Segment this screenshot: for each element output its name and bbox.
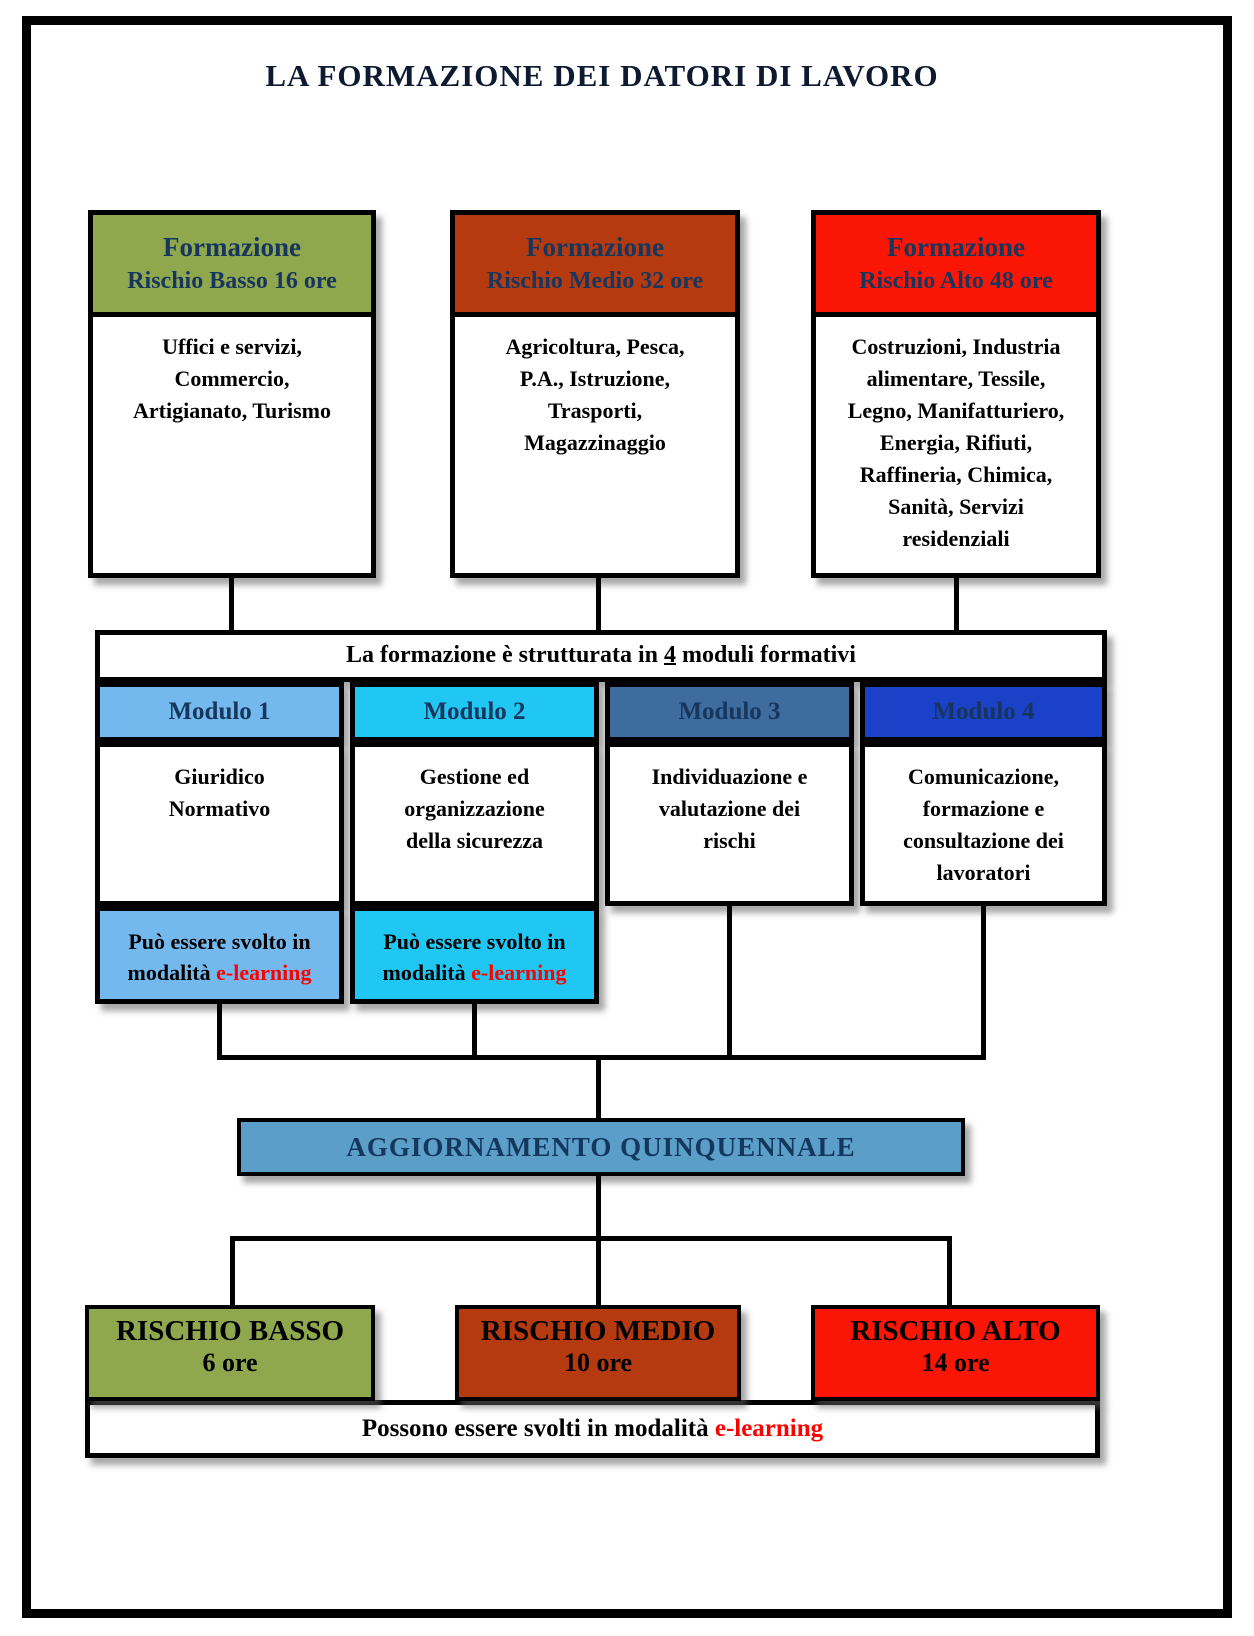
module-1-header: Modulo 1 [95,682,344,742]
update-box-title: RISCHIO BASSO [115,1315,345,1347]
module-header-label: Modulo 3 [678,698,781,725]
update-box-title: RISCHIO ALTO [850,1315,1061,1347]
footer-note-text: Possono essere svolti in modalità e-lear… [362,1415,823,1443]
formazione-box-header: Formazione Rischio Medio 32 ore [455,215,735,317]
elearning-note-prefix: Può essere svolto in modalità [382,929,566,985]
elearning-note-text: Può essere svolto in modalità e-learning [355,926,594,988]
aggiornamento-banner: AGGIORNAMENTO QUINQUENNALE [237,1118,965,1176]
update-box-rischio-medio: RISCHIO MEDIO 10 ore [455,1305,741,1401]
update-box-title: RISCHIO MEDIO [480,1315,716,1347]
formazione-box-rischio-basso: Formazione Rischio Basso 16 ore Uffici e… [88,210,376,578]
connector-line [596,1176,601,1240]
elearning-note-modulo-2: Può essere svolto in modalità e-learning [350,906,599,1004]
connector-line [472,1002,477,1060]
aggiornamento-banner-label: AGGIORNAMENTO QUINQUENNALE [346,1131,856,1162]
formazione-subheading: Rischio Alto 48 ore [859,268,1053,294]
connector-line [596,1055,601,1118]
connector-line [217,1055,986,1060]
formazione-heading: Formazione [526,232,664,262]
elearning-highlight: e-learning [471,960,567,985]
formazione-box-header: Formazione Rischio Alto 48 ore [816,215,1096,317]
connector-line [954,578,959,632]
connector-line [981,904,986,1060]
connector-line [947,1236,952,1306]
structure-banner: La formazione è strutturata in 4 moduli … [95,630,1107,682]
page-title: LA FORMAZIONE DEI DATORI DI LAVORO [265,58,939,93]
formazione-box-rischio-alto: Formazione Rischio Alto 48 ore Costruzio… [811,210,1101,578]
formazione-heading: Formazione [887,232,1025,262]
module-2-body: Gestione ed organizzazione della sicurez… [350,742,599,906]
update-box-rischio-basso: RISCHIO BASSO 6 ore [85,1305,375,1401]
footer-note-prefix: Possono essere svolti in modalità [361,1415,715,1442]
formazione-sectors: Costruzioni, Industria alimentare, Tessi… [847,334,1065,551]
module-3-header: Modulo 3 [605,682,854,742]
module-2-header: Modulo 2 [350,682,599,742]
connector-line [596,578,601,632]
formazione-box-header: Formazione Rischio Basso 16 ore [93,215,371,317]
formazione-subheading: Rischio Medio 32 ore [486,268,704,294]
formazione-heading: Formazione [163,232,301,262]
elearning-note-text: Può essere svolto in modalità e-learning [100,926,339,988]
module-4-header: Modulo 4 [860,682,1107,742]
connector-line [230,1236,235,1306]
elearning-note-prefix: Può essere svolto in modalità [127,929,311,985]
update-box-hours: 14 ore [921,1348,990,1377]
structure-banner-number: 4 [663,642,676,668]
elearning-highlight: e-learning [216,960,312,985]
formazione-subheading: Rischio Basso 16 ore [127,268,337,294]
formazione-sectors: Agricoltura, Pesca, P.A., Istruzione, Tr… [505,334,685,455]
module-4-body: Comunicazione, formazione e consultazion… [860,742,1107,906]
footer-note: Possono essere svolti in modalità e-lear… [85,1400,1100,1458]
update-box-rischio-alto: RISCHIO ALTO 14 ore [811,1305,1100,1401]
module-1-body: Giuridico Normativo [95,742,344,906]
structure-banner-text: La formazione è strutturata in 4 moduli … [100,635,1102,676]
module-header-label: Modulo 2 [423,698,526,725]
connector-line [229,578,234,632]
update-box-hours: 10 ore [563,1348,633,1377]
connector-line [727,904,732,1060]
elearning-highlight: e-learning [714,1415,824,1442]
update-box-hours: 6 ore [202,1348,258,1377]
formazione-box-rischio-medio: Formazione Rischio Medio 32 ore Agricolt… [450,210,740,578]
module-header-label: Modulo 4 [932,698,1035,725]
module-header-label: Modulo 1 [168,698,271,725]
connector-line [596,1236,601,1306]
connector-line [230,1236,952,1241]
structure-banner-prefix: La formazione è strutturata in [346,642,664,668]
page-border [22,16,1232,1618]
module-3-body: Individuazione e valutazione dei rischi [605,742,854,906]
elearning-note-modulo-1: Può essere svolto in modalità e-learning [95,906,344,1004]
structure-banner-suffix: moduli formativi [675,642,856,668]
formazione-sectors: Uffici e servizi, Commercio, Artigianato… [132,334,332,423]
connector-line [217,1002,222,1060]
